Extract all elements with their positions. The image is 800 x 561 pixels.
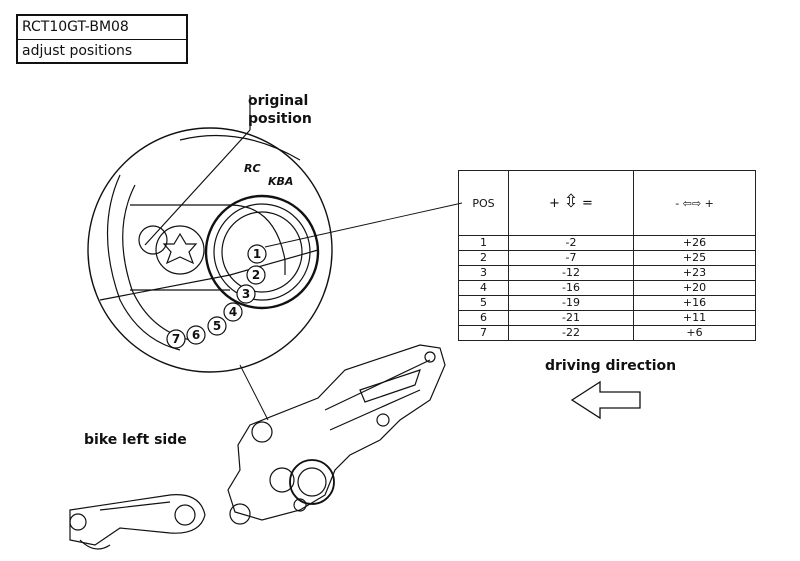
marker-1: 1 (253, 247, 261, 261)
detail-torx-star (162, 232, 198, 265)
row-horizontal: +11 (633, 310, 756, 326)
table-row: 2 -7 +25 (458, 250, 756, 266)
horizontal-header: - ⇦⇨ + (633, 170, 756, 236)
eccentric-inner (213, 203, 311, 301)
row-horizontal: +20 (633, 280, 756, 296)
bracket-outline (227, 344, 446, 521)
detail-bolt-small (138, 225, 168, 255)
bracket-rib-1 (324, 359, 431, 411)
row-vertical: -7 (508, 250, 634, 266)
detail-contour-inner (122, 184, 191, 341)
marker-ring-6 (186, 325, 206, 345)
detail-circle (87, 127, 333, 373)
lever-hook (79, 539, 111, 550)
original-position-label: original position (248, 93, 312, 127)
pos-header: POS (458, 170, 509, 236)
marker-3: 3 (242, 287, 250, 301)
driving-direction-label: driving direction (545, 358, 677, 374)
lever-outline (69, 494, 206, 546)
row-horizontal: +16 (633, 295, 756, 311)
row-vertical: -21 (508, 310, 634, 326)
vertical-arrow-icon: ⇳ (563, 191, 579, 212)
row-pos: 2 (458, 250, 509, 266)
row-vertical: -16 (508, 280, 634, 296)
part-number: RCT10GT-BM08 (22, 19, 129, 35)
row-pos: 4 (458, 280, 509, 296)
part-description: adjust positions (18, 39, 186, 63)
bracket-eccentric-inner (297, 467, 327, 497)
lever-pivot (69, 513, 87, 531)
table-leader-line (264, 202, 463, 248)
bracket-rib-2 (329, 389, 421, 431)
row-pos: 6 (458, 310, 509, 326)
marker-ring-2 (246, 265, 266, 285)
marker-5: 5 (213, 319, 221, 333)
table-row: 1 -2 +26 (458, 235, 756, 251)
marker-ring-5 (207, 316, 227, 336)
marker-7: 7 (172, 332, 180, 346)
bracket-torx (269, 467, 295, 493)
eccentric-core (221, 211, 303, 293)
row-pos: 5 (458, 295, 509, 311)
bracket-hole-mid (376, 413, 390, 427)
row-pos: 7 (458, 325, 509, 341)
table-row: 7 -22 +6 (458, 325, 756, 341)
detail-torx-ring (155, 225, 205, 275)
bracket-slot (359, 369, 421, 403)
table-row: 6 -21 +11 (458, 310, 756, 326)
eccentric-outer (204, 194, 320, 310)
row-vertical: -19 (508, 295, 634, 311)
row-pos: 1 (458, 235, 509, 251)
driving-direction-arrow (570, 380, 641, 420)
marker-ring-7 (166, 329, 186, 349)
vertical-header: + ⇳ = (508, 170, 634, 236)
marker-6: 6 (192, 328, 200, 342)
leader-diagonal (144, 129, 251, 246)
marker-ring-3 (236, 284, 256, 304)
detail-contour-top (179, 134, 301, 161)
row-vertical: -2 (508, 235, 634, 251)
vertical-minus: = (582, 196, 593, 211)
lever-rib (99, 501, 171, 511)
table-row: 5 -19 +16 (458, 295, 756, 311)
row-horizontal: +23 (633, 265, 756, 281)
table-row: 4 -16 +20 (458, 280, 756, 296)
part-mark-rc: RC (244, 162, 261, 175)
detail-contour-outer (106, 174, 181, 351)
marker-ring-1 (247, 244, 267, 264)
lever-tip-ring (174, 504, 196, 526)
row-horizontal: +26 (633, 235, 756, 251)
row-horizontal: +25 (633, 250, 756, 266)
bracket-hole-bottom (293, 498, 307, 512)
marker-ring-4 (223, 302, 243, 322)
detail-to-part-line (239, 364, 269, 421)
bike-side-label: bike left side (84, 432, 187, 448)
part-mark-kba: KBA (268, 175, 293, 188)
row-vertical: -12 (508, 265, 634, 281)
row-horizontal: +6 (633, 325, 756, 341)
vertical-plus: + (549, 196, 560, 211)
bracket-eccentric-outer (289, 459, 335, 505)
bracket-bolt-top (251, 421, 273, 443)
position-table: POS + ⇳ = - ⇦⇨ + 1 -2 +26 2 -7 +25 3 (458, 170, 756, 341)
marker-4: 4 (229, 305, 237, 319)
row-pos: 3 (458, 265, 509, 281)
marker-2: 2 (252, 268, 260, 282)
table-row: 3 -12 +23 (458, 265, 756, 281)
bracket-bolt-bottom (229, 503, 251, 525)
title-block: RCT10GT-BM08 adjust positions (16, 14, 188, 64)
detail-bracket-edge (99, 249, 319, 301)
row-vertical: -22 (508, 325, 634, 341)
bracket-hole-top (424, 351, 436, 363)
